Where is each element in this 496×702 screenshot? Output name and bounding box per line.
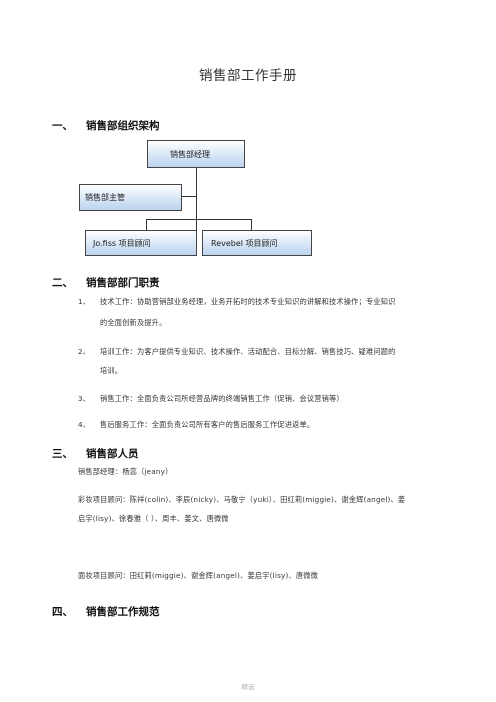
- duty-item-1: 1、技术工作：协助营销部业务经理，业务开拓时的技术专业知识的讲解和技术操作；专业…: [78, 292, 456, 311]
- duty-text: 售后服务工作：全面负责公司所有客户的售后服务工作促进返单。: [100, 420, 315, 429]
- duty-number: 3、: [78, 394, 91, 403]
- section-heading-3: 三、 销售部人员: [52, 446, 139, 461]
- section-heading-2: 二、 销售部部门职责: [52, 275, 160, 290]
- page-footer: 精选: [241, 683, 255, 691]
- section-heading-4: 四、 销售部工作规范: [52, 604, 160, 619]
- section-title: 销售部人员: [86, 448, 139, 460]
- section-heading-1: 一、 销售部组织架构: [52, 118, 160, 133]
- duty-item-2-continued: 培训。: [100, 366, 123, 375]
- org-connector-supervisor: [182, 196, 196, 197]
- section-title: 销售部组织架构: [86, 120, 160, 132]
- section-title: 销售部工作规范: [86, 606, 160, 618]
- org-manager-label: 销售部经理: [170, 149, 210, 159]
- section-number: 二、: [52, 277, 73, 289]
- duty-number: 4、: [78, 420, 91, 429]
- org-box-consultant-b: Revebel 项目顾问: [202, 230, 312, 256]
- duty-item-4: 4、售后服务工作：全面负责公司所有客户的售后服务工作促进返单。: [78, 415, 456, 434]
- duty-item-1-continued: 的全面创新及提升。: [100, 318, 167, 327]
- duty-item-3: 3、销售工作：全面负责公司所经营品牌的终端销售工作（促销、会议营销等）: [78, 389, 456, 408]
- staff-team-a-line-1: 彩妆项目顾问：陈祥(colin)、李辰(nicky)、马敬宁（yuki）、田红莉…: [78, 495, 406, 504]
- document-title: 销售部工作手册: [199, 68, 297, 84]
- org-consultant-b-label: Revebel 项目顾问: [211, 238, 278, 248]
- duty-text: 销售工作：全面负责公司所经营品牌的终端销售工作（促销、会议营销等）: [100, 394, 344, 403]
- staff-team-a-line-2: 启宇(lisy)、徐春雅（ ）、周丰、姜文、唐微微: [78, 514, 229, 523]
- section-number: 四、: [52, 606, 73, 618]
- org-box-manager: 销售部经理: [147, 140, 245, 168]
- section-title: 销售部部门职责: [86, 277, 160, 289]
- duty-item-2: 2、培训工作：为客户提供专业知识、技术操作、活动配合、目标分解、销售技巧、疑难问…: [78, 342, 456, 361]
- org-box-consultant-a: Jo.fiss 项目顾问: [85, 230, 197, 256]
- duty-number: 2、: [78, 347, 91, 356]
- section-number: 一、: [52, 120, 73, 132]
- section-number: 三、: [52, 448, 73, 460]
- duty-text: 培训工作：为客户提供专业知识、技术操作、活动配合、目标分解、销售技巧、疑难问题的: [100, 347, 396, 356]
- org-connector-vertical: [196, 167, 197, 235]
- org-consultant-a-label: Jo.fiss 项目顾问: [93, 238, 151, 248]
- org-connector-left: [146, 219, 147, 230]
- staff-team-b-line: 面妆项目顾问：田红莉(miggie)、谢金辉(angel)、姜启宇(lisy)、…: [78, 571, 319, 580]
- org-supervisor-label: 销售部主管: [85, 193, 125, 202]
- org-connector-right: [251, 219, 252, 230]
- duty-text: 技术工作：协助营销部业务经理，业务开拓时的技术专业知识的讲解和技术操作；专业知识: [100, 297, 396, 306]
- org-box-supervisor: 销售部主管: [79, 184, 182, 211]
- duty-number: 1、: [78, 297, 91, 306]
- org-connector-horizontal: [146, 219, 251, 220]
- staff-manager-line: 销售部经理：杨蕊（jeany）: [78, 467, 173, 476]
